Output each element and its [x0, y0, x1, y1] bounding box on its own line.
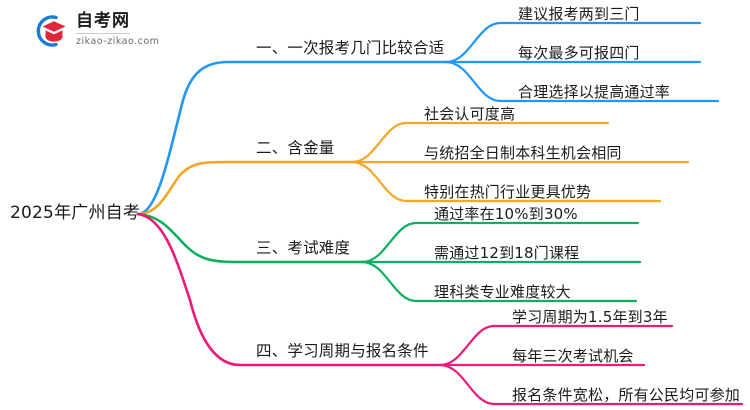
mindmap-leaf-1-3[interactable]: 合理选择以提高通过率: [518, 83, 671, 101]
edge-group-branch-1: [136, 21, 720, 216]
mindmap-topic-4[interactable]: 四、学习周期与报名条件: [256, 342, 429, 360]
mindmap-topic-3[interactable]: 三、考试难度: [256, 239, 351, 257]
edge-branch-4-child-1: [438, 324, 674, 367]
mindmap-topic-2[interactable]: 二、含金量: [256, 139, 335, 157]
mindmap-leaf-4-1[interactable]: 学习周期为1.5年到3年: [512, 308, 668, 326]
mindmap-topic-1[interactable]: 一、一次报考几门比较合适: [256, 39, 445, 57]
edge-root-to-branch-4: [136, 212, 442, 367]
edge-group-branch-4: [136, 212, 744, 406]
edge-branch-3-child-1: [360, 221, 640, 264]
edge-root-to-branch-2: [136, 160, 354, 216]
logo-subtitle: zikao-zikao.com: [76, 36, 160, 47]
edge-branch-3-child-3: [360, 260, 638, 303]
edge-branch-1-child-3: [444, 60, 720, 103]
logo-title: 自考网: [76, 12, 130, 34]
edge-group-branch-3: [136, 212, 642, 303]
mindmap-leaf-2-1[interactable]: 社会认可度高: [424, 105, 516, 123]
edge-branch-1-child-1: [444, 21, 702, 64]
logo-text-block: 自考网 zikao-zikao.com: [76, 11, 208, 47]
edge-root-to-branch-3: [136, 212, 364, 264]
mindmap-leaf-3-2[interactable]: 需通过12到18门课程: [434, 244, 580, 262]
edge-group-branch-2: [136, 121, 690, 216]
mindmap-leaf-3-1[interactable]: 通过率在10%到30%: [434, 205, 578, 223]
brand-logo: 自考网 zikao-zikao.com: [30, 10, 210, 52]
mindmap-root-node[interactable]: 2025年广州自考: [10, 203, 141, 223]
mindmap-leaf-1-1[interactable]: 建议报考两到三门: [518, 5, 640, 23]
edge-branch-2-child-1: [350, 121, 610, 164]
mindmap-leaf-4-3[interactable]: 报名条件宽松，所有公民均可参加: [512, 386, 741, 404]
mindmap-leaf-4-2[interactable]: 每年三次考试机会: [512, 347, 634, 365]
edge-root-to-branch-1: [136, 60, 448, 216]
mindmap-leaf-2-3[interactable]: 特别在热门行业更具优势: [424, 183, 592, 201]
mindmap-leaf-3-3[interactable]: 理科类专业难度较大: [434, 283, 571, 301]
edge-branch-4-child-3: [438, 363, 744, 406]
graduation-cap-circle-logo-icon: [36, 15, 66, 47]
edge-branch-2-child-3: [350, 160, 662, 203]
mindmap-leaf-2-2[interactable]: 与统招全日制本科生机会相同: [424, 144, 622, 162]
mindmap-leaf-1-2[interactable]: 每次最多可报四门: [518, 44, 640, 62]
